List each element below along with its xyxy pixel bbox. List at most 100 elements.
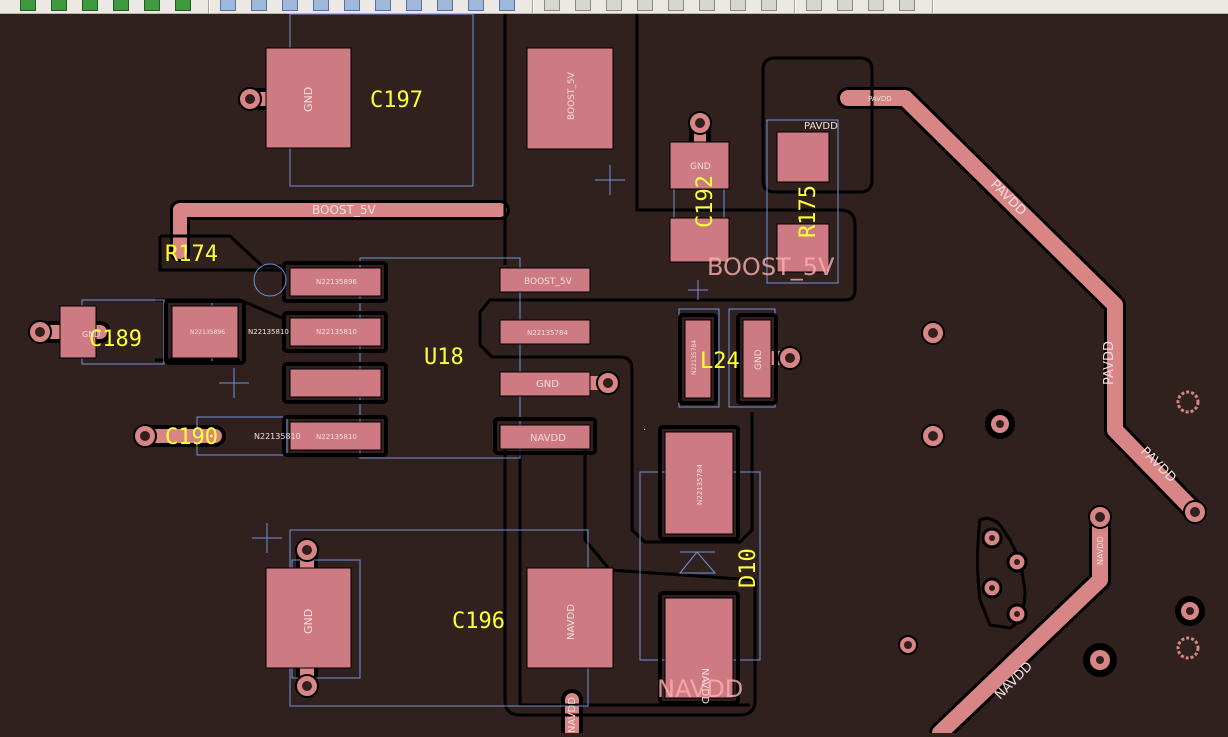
layer-icon[interactable] xyxy=(113,0,129,11)
net-pavdd-r175: PAVDD xyxy=(804,121,838,132)
pad-c189-2[interactable] xyxy=(171,305,239,359)
refdes-labels: C197 C192 R175 R174 C189 U18 L24 C190 D1… xyxy=(89,88,821,634)
trace-navdd-right[interactable] xyxy=(932,512,1108,737)
select-icon[interactable] xyxy=(220,0,236,11)
pad-c196-gnd[interactable] xyxy=(265,567,352,669)
refdes-r175: R175 xyxy=(796,185,821,238)
net-labels: BOOST_5V NAVDD BOOST_5V BOOST_5V BOOST_5… xyxy=(82,71,1179,733)
pad-c192-gnd[interactable] xyxy=(669,141,730,190)
layer-icon[interactable] xyxy=(51,0,67,11)
pads xyxy=(59,47,830,699)
pad-c189-1[interactable] xyxy=(59,305,97,359)
refdes-r174: R174 xyxy=(165,242,218,267)
route-icon[interactable] xyxy=(282,0,298,11)
toolbar-separator xyxy=(532,0,534,13)
refdes-c192: C192 xyxy=(693,175,718,228)
pad-u18-1[interactable] xyxy=(289,267,382,297)
net-u18-2b: N22135810 xyxy=(248,328,289,336)
refdes-c190: C190 xyxy=(165,425,218,450)
layer-icon[interactable] xyxy=(144,0,160,11)
refdes-c196: C196 xyxy=(452,609,505,634)
zoom-out-icon[interactable] xyxy=(637,0,653,11)
trace-outlines xyxy=(29,87,1206,737)
net-boost-5v-large: BOOST_5V xyxy=(707,253,835,281)
net-u18-2: N22135810 xyxy=(316,328,357,336)
net-d10: N22135784 xyxy=(696,464,704,505)
pad-c197-gnd[interactable] xyxy=(265,47,352,149)
pad-u18-6[interactable] xyxy=(499,371,591,397)
net-u18-1: N22135896 xyxy=(316,278,357,286)
toolbar xyxy=(0,0,1228,14)
measure-icon[interactable] xyxy=(730,0,746,11)
origin-markers xyxy=(219,165,708,553)
layer-icon[interactable] xyxy=(82,0,98,11)
net-gnd-c189: GND xyxy=(82,330,100,339)
refdes-d10: D10 xyxy=(736,548,761,588)
layer-icon[interactable] xyxy=(175,0,191,11)
net-navdd-pad: NAVDD xyxy=(530,433,566,444)
net-l24: N22135784 xyxy=(691,340,698,375)
pan-icon[interactable] xyxy=(699,0,715,11)
pad-u18-8[interactable] xyxy=(499,267,591,293)
refdes-l24: L24 xyxy=(700,349,740,374)
refdes-u18: U18 xyxy=(424,345,464,370)
toolbar-separator xyxy=(794,0,796,13)
net-navdd-cap: NAVDD xyxy=(566,604,577,640)
pad-r175-1[interactable] xyxy=(776,131,830,183)
pad-u18-3[interactable] xyxy=(289,368,382,398)
check-icon[interactable] xyxy=(868,0,884,11)
pad-d10-2[interactable] xyxy=(664,597,734,699)
report-icon[interactable] xyxy=(837,0,853,11)
settings-icon[interactable] xyxy=(899,0,915,11)
grid-icon[interactable] xyxy=(575,0,591,11)
pad-l24-1[interactable] xyxy=(684,319,712,399)
pad-l24-2[interactable] xyxy=(742,319,772,399)
layer-icon[interactable] xyxy=(20,0,36,11)
u18-outline[interactable] xyxy=(359,257,521,459)
net-gnd-l24: GND xyxy=(754,349,764,370)
trace-pavdd[interactable] xyxy=(840,90,1203,520)
trace-boost-5v[interactable] xyxy=(173,203,507,259)
net-c190: N22135810 xyxy=(254,432,301,441)
mirror-icon[interactable] xyxy=(437,0,453,11)
net-dot: . xyxy=(643,422,646,433)
delete-icon[interactable] xyxy=(499,0,515,11)
vias xyxy=(28,87,1207,698)
net-boost-5v-pad: BOOST_5V xyxy=(524,277,573,287)
pad-c192-boost[interactable] xyxy=(669,217,730,263)
drc-icon[interactable] xyxy=(544,0,560,11)
net-gnd-c197: GND xyxy=(302,87,315,112)
properties-icon[interactable] xyxy=(806,0,822,11)
net-u18-3: N22135810 xyxy=(316,433,357,441)
text-icon[interactable] xyxy=(375,0,391,11)
pad-u18-5[interactable] xyxy=(499,424,591,450)
move-icon[interactable] xyxy=(251,0,267,11)
traces xyxy=(33,90,1203,737)
pad-u18-2[interactable] xyxy=(289,317,382,347)
net-r174: N22135896 xyxy=(190,329,225,336)
copy-icon[interactable] xyxy=(406,0,422,11)
pcb-layout[interactable]: C197 C192 R175 R174 C189 U18 L24 C190 D1… xyxy=(0,13,1228,737)
pad-clearances xyxy=(164,261,778,705)
net-pavdd-vert: PAVDD xyxy=(1102,341,1117,385)
toolbar-separator xyxy=(932,0,934,13)
pad-c196-navdd[interactable] xyxy=(526,567,614,669)
toolbar-separator xyxy=(208,0,210,13)
pad-u18-4[interactable] xyxy=(289,421,382,451)
net-gnd-c196: GND xyxy=(302,609,315,634)
refdes-c189: C189 xyxy=(89,327,142,352)
zoom-fit-icon[interactable] xyxy=(668,0,684,11)
highlight-icon[interactable] xyxy=(761,0,777,11)
pcb-canvas[interactable]: C197 C192 R175 R174 C189 U18 L24 C190 D1… xyxy=(0,13,1228,737)
via-icon[interactable] xyxy=(344,0,360,11)
net-boost-5v-cap: BOOST_5V xyxy=(567,71,577,120)
zoom-in-icon[interactable] xyxy=(606,0,622,11)
arc-icon[interactable] xyxy=(313,0,329,11)
pad-boost-5v-cap[interactable] xyxy=(526,47,614,150)
rotate-icon[interactable] xyxy=(468,0,484,11)
pad-d10-1[interactable] xyxy=(664,431,734,535)
net-navdd-trace: NAVDD xyxy=(567,697,578,733)
net-gnd-c192: GND xyxy=(690,162,711,172)
pad-r175-2[interactable] xyxy=(776,223,830,273)
pad-u18-7[interactable] xyxy=(499,319,591,345)
